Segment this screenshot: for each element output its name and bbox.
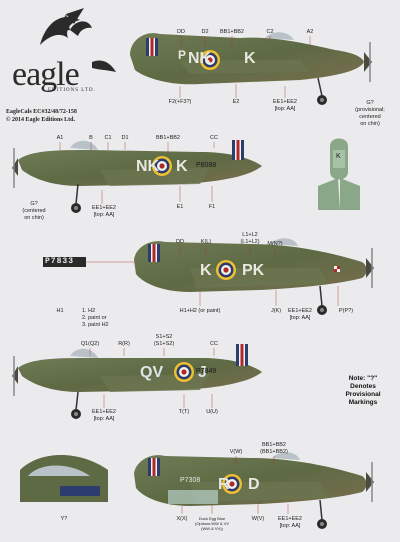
ac5-code-left: R xyxy=(218,476,230,493)
ac3-pp: P(P?) xyxy=(338,308,354,314)
callout-lines-icon xyxy=(59,36,339,514)
ac4-s2: (S1+S2) xyxy=(153,341,175,347)
ac4-code-right: J xyxy=(198,364,207,381)
ac1-a2: A2 xyxy=(306,29,314,35)
ac5-duck2: (Options:WW & VV xyxy=(194,521,230,526)
ac2-d1: D1 xyxy=(121,135,129,141)
ac5-bb1: BB1+BB2 xyxy=(261,442,287,448)
copyright: © 2014 Eagle Editions Ltd. xyxy=(6,117,75,123)
brand-wordmark: eagle xyxy=(12,56,80,93)
ac5-wv: W(V) xyxy=(251,516,265,522)
ac1-ee: EE1+EE2 xyxy=(272,99,298,105)
ac5-code-right: D xyxy=(248,476,260,493)
ac3-ee: EE1+EE2 xyxy=(287,308,313,314)
ac5-y: Y? xyxy=(60,516,68,522)
canopy-detail-icon xyxy=(20,455,108,502)
ac2-g1: G? xyxy=(30,201,38,207)
ac2-g2: (centered xyxy=(22,208,46,214)
ac2-a1: A1 xyxy=(56,135,64,141)
ac3-ee-top: [top: AA] xyxy=(289,315,311,321)
ac4-uu: U(U) xyxy=(206,409,218,415)
ac4-rr: R(R) xyxy=(118,341,130,347)
ac1-g1: G? xyxy=(366,100,374,106)
ac3-jk: J(K) xyxy=(270,308,282,314)
ac3-h2a: 1. H2 xyxy=(82,308,96,314)
note-line-3: Provisional xyxy=(345,391,381,398)
ac3-h1h2: H1+H2 (or paint) xyxy=(179,308,221,314)
ac5-vw: V(W) xyxy=(229,449,243,455)
chin-view-icon xyxy=(318,138,360,210)
provisional-note: Note: "?" Denotes Provisional Markings xyxy=(332,375,394,407)
ac3-h2c: 3. paint H2 xyxy=(82,322,109,328)
chin-view-letter: K xyxy=(336,153,341,160)
ac3-code-left: K xyxy=(200,262,212,279)
ac3-mn: M(N?) xyxy=(267,241,283,247)
ac3-h1: H1 xyxy=(56,308,64,314)
ac2-ee: EE1+EE2 xyxy=(91,205,117,211)
ac5-ee-top: [top: AA] xyxy=(279,523,301,529)
ac2-code-right: K xyxy=(176,158,188,175)
ac4-q1: Q1(Q2) xyxy=(80,341,100,347)
ac5-bb2: (BB1+BB2) xyxy=(260,449,288,455)
eagle-logo-icon xyxy=(40,8,116,72)
product-code: EagleCals EC#32/48/72-158 xyxy=(6,109,77,115)
ac4-tt: T(T) xyxy=(178,409,190,415)
ac1-g4: on chin) xyxy=(360,121,380,127)
serial-strip-text: P7833 xyxy=(45,257,75,266)
ac1-code-left: P xyxy=(178,48,187,62)
note-line-2: Denotes xyxy=(350,383,376,390)
ac4-code-left: QV xyxy=(140,364,164,381)
ac1-d2: D2 xyxy=(201,29,209,35)
ac4-ee-top: [top: AA] xyxy=(93,416,115,422)
ac3-l2: (L1+L2) xyxy=(240,239,260,245)
ac1-c2: C2 xyxy=(266,29,274,35)
ac2-e1: E1 xyxy=(176,204,184,210)
ac2-serial: P8088 xyxy=(196,162,217,169)
brand-subtitle: EDITIONS LTD. xyxy=(48,88,96,93)
ac5-duck1: Duck Egg Blue xyxy=(198,516,226,521)
ac2-c1: C1 xyxy=(104,135,112,141)
ac3-h2b: 2. paint or xyxy=(82,315,107,321)
ac1-dd: DD xyxy=(177,29,185,35)
spitfire-2-icon xyxy=(12,140,262,213)
ac1-code-mid: NK xyxy=(188,50,212,67)
ac2-bb: BB1+BB2 xyxy=(155,135,181,141)
spitfire-5-icon xyxy=(134,452,374,529)
spitfire-3-icon xyxy=(134,238,374,315)
ac5-serial: P7308 xyxy=(180,477,201,484)
ac3-dd: DD xyxy=(176,239,184,245)
ac1-bb: BB1+BB2 xyxy=(219,29,245,35)
ac5-duck3: (WW & VV)) xyxy=(201,526,223,531)
ac1-g2: (provisional; xyxy=(355,107,385,113)
ac3-kl: K(L) xyxy=(200,239,212,245)
ac4-cc: CC xyxy=(210,341,218,347)
ac1-code-right: K xyxy=(244,50,256,67)
ac1-f2: F2(+F3?) xyxy=(168,99,192,105)
ac2-ee-top: [top: AA] xyxy=(93,212,115,218)
spitfire-1-icon xyxy=(130,32,372,105)
ac1-g3: centered xyxy=(359,114,381,120)
ac5-xx: X(X) xyxy=(176,516,188,522)
ac2-cc: CC xyxy=(210,135,218,141)
ac4-ee: EE1+EE2 xyxy=(91,409,117,415)
ac3-l1: L1+L2 xyxy=(242,232,258,238)
product-info: EagleCals EC#32/48/72-158 © 2014 Eagle E… xyxy=(6,108,77,124)
ac2-g3: on chin) xyxy=(24,215,44,221)
note-line-1: Note: "?" xyxy=(348,375,378,382)
ac1-ee-top: [top: AA] xyxy=(274,106,296,112)
ac1-e2: E2 xyxy=(232,99,240,105)
ac2-b: B xyxy=(89,135,93,141)
ac5-ee: EE1+EE2 xyxy=(277,516,303,522)
ac4-serial: P7849 xyxy=(196,368,217,375)
ac2-f1: F1 xyxy=(208,204,216,210)
note-line-4: Markings xyxy=(348,399,378,406)
ac3-code-right: PK xyxy=(242,262,265,279)
spitfire-4-icon xyxy=(12,344,262,419)
serial-strip-box xyxy=(43,257,86,267)
ac2-code-left: NK xyxy=(136,158,160,175)
ac4-s1: S1+S2 xyxy=(155,334,173,340)
